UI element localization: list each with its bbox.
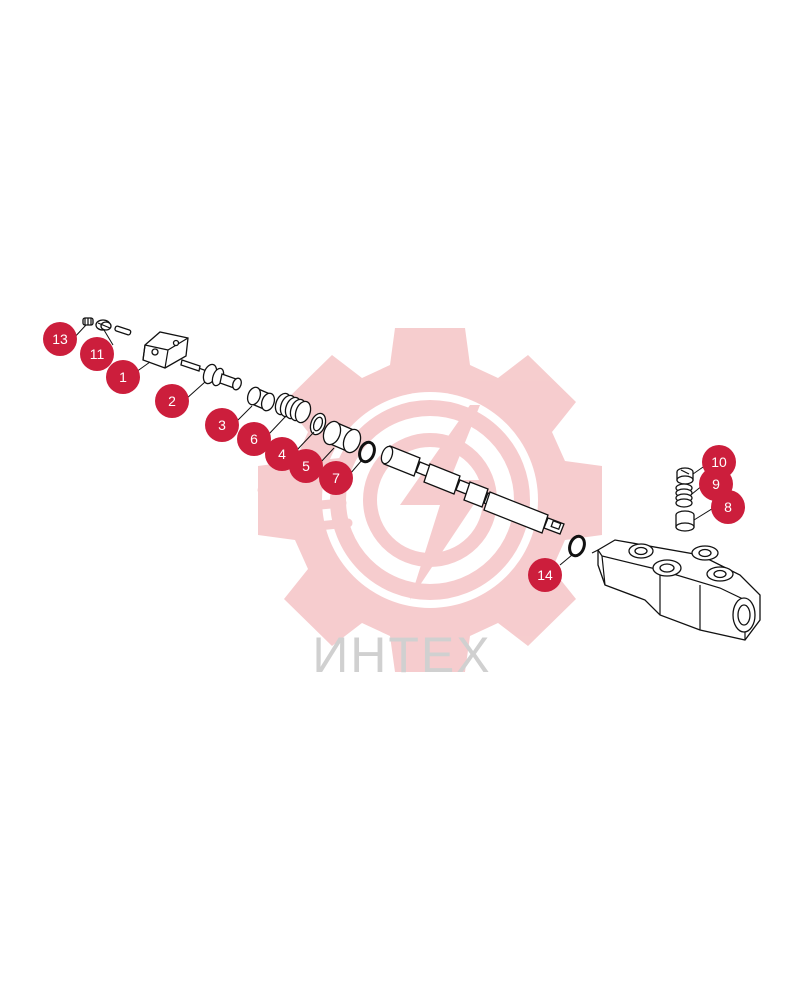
part-13-set-screw	[82, 317, 94, 326]
svg-text:1: 1	[119, 369, 127, 385]
callout-5: 5	[289, 449, 323, 483]
part-11-pin	[114, 325, 132, 336]
lightning-bolt	[400, 405, 490, 600]
part-3-bushing	[246, 386, 276, 412]
callout-8: 8	[711, 490, 745, 524]
svg-text:9: 9	[712, 476, 720, 492]
callout-2: 2	[155, 384, 189, 418]
callout-7: 7	[319, 461, 353, 495]
part-4-washer	[309, 412, 327, 436]
callout-13: 13	[43, 322, 77, 356]
svg-text:11: 11	[90, 346, 105, 362]
callout-11: 11	[80, 337, 114, 371]
svg-text:6: 6	[250, 431, 258, 447]
watermark-text: ИНТЕХ	[312, 627, 491, 683]
part-9-spring	[675, 483, 693, 508]
part-7-o-ring	[358, 440, 376, 464]
part-10-plug	[676, 467, 694, 485]
part-8-check-cup	[675, 510, 695, 532]
part-1-cover-plate	[142, 331, 189, 369]
part-11-spring	[95, 319, 112, 331]
svg-text:13: 13	[52, 331, 68, 347]
callouts: 13 11 1 2 3 6 4 5	[43, 322, 745, 592]
svg-text:3: 3	[218, 417, 226, 433]
callout-1: 1	[106, 360, 140, 394]
part-14-o-ring	[568, 534, 586, 558]
watermark-logo: ИНТЕХ	[257, 328, 602, 683]
callout-14: 14	[528, 558, 562, 592]
svg-text:7: 7	[332, 470, 340, 486]
part-2-stem	[180, 359, 242, 391]
main-spool	[380, 445, 565, 535]
svg-text:2: 2	[168, 393, 176, 409]
part-5-sleeve	[322, 420, 362, 454]
callout-3: 3	[205, 408, 239, 442]
svg-text:5: 5	[302, 458, 310, 474]
gear-lightning-logo-icon	[257, 328, 602, 672]
valve-body	[591, 539, 761, 641]
callout-6: 6	[237, 422, 271, 456]
svg-text:8: 8	[724, 499, 732, 515]
svg-text:4: 4	[278, 446, 286, 462]
svg-text:10: 10	[711, 454, 727, 470]
part-6-spring	[274, 392, 312, 424]
svg-text:14: 14	[537, 567, 553, 583]
